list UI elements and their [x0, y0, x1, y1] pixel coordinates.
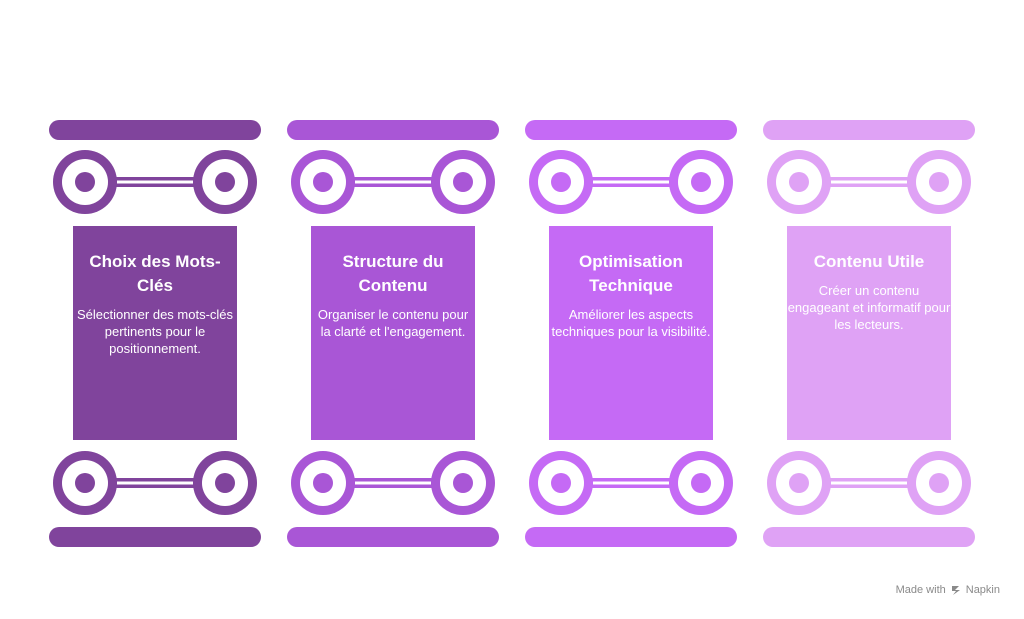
pillar-bottom-base-left-volute-core — [789, 473, 809, 493]
pillar-shaft — [787, 226, 951, 440]
pillar-title: Structure du Contenu — [342, 252, 444, 295]
pillar-description: Sélectionner des mots-clés pertinents po… — [76, 307, 234, 356]
pillar-bottom-base-right-volute-core — [215, 473, 235, 493]
pillar-bottom-base-left-volute-core — [313, 473, 333, 493]
made-with-label: Made with — [895, 584, 946, 596]
pillar-decoration — [763, 120, 975, 547]
pillar-top-capital-left-volute-core — [789, 172, 809, 192]
pillar-content-structure: Structure du Contenu Organiser le conten… — [287, 0, 499, 619]
pillar-shaft — [311, 226, 475, 440]
pillar-top-capital-connector-gap — [831, 180, 907, 184]
pillar-bottom-slab — [287, 527, 499, 547]
pillar-top-slab — [525, 120, 737, 140]
pillar-bottom-base-connector-gap — [831, 481, 907, 485]
pillar-decoration — [49, 120, 261, 547]
pillar-top-capital-connector-gap — [355, 180, 431, 184]
pillar-description: Créer un contenu engageant et informatif… — [787, 283, 951, 332]
pillar-top-capital-left-volute-core — [75, 172, 95, 192]
pillar-title: Choix des Mots-Clés — [89, 252, 221, 295]
pillar-bottom-base-left-volute-core — [551, 473, 571, 493]
pillar-decoration — [525, 120, 737, 547]
brand-label: Napkin — [965, 584, 1000, 596]
pillar-top-slab — [763, 120, 975, 140]
footer-credit: Made with Napkin — [896, 584, 1000, 596]
pillar-top-capital-right-volute-core — [215, 172, 235, 192]
pillar-bottom-slab — [763, 527, 975, 547]
pillar-top-capital-connector-gap — [117, 180, 193, 184]
pillar-bottom-base-right-volute-core — [453, 473, 473, 493]
pillar-text: Optimisation Technique Améliorer les asp… — [549, 250, 713, 340]
pillar-bottom-base-right-volute-core — [929, 473, 949, 493]
pillar-bottom-base-connector-gap — [117, 481, 193, 485]
pillar-top-capital-right-volute-core — [453, 172, 473, 192]
pillar-top-capital-right-volute-core — [691, 172, 711, 192]
pillar-decoration — [287, 120, 499, 547]
pillar-description: Organiser le contenu pour la clarté et l… — [317, 307, 469, 339]
pillar-title: Optimisation Technique — [579, 252, 683, 295]
pillar-shaft — [73, 226, 237, 440]
pillar-text: Contenu Utile Créer un contenu engageant… — [787, 250, 951, 333]
pillar-bottom-slab — [525, 527, 737, 547]
pillar-text: Structure du Contenu Organiser le conten… — [311, 250, 475, 340]
pillar-bottom-slab — [49, 527, 261, 547]
pillar-bottom-base-connector-gap — [593, 481, 669, 485]
pillar-top-capital-left-volute-core — [551, 172, 571, 192]
pillar-shaft — [549, 226, 713, 440]
pillar-technical-optimization: Optimisation Technique Améliorer les asp… — [525, 0, 737, 619]
pillar-top-slab — [287, 120, 499, 140]
pillar-top-slab — [49, 120, 261, 140]
pillar-title: Contenu Utile — [813, 252, 925, 271]
pillar-top-capital-left-volute-core — [313, 172, 333, 192]
napkin-logo-icon — [951, 586, 960, 595]
pillar-text: Choix des Mots-Clés Sélectionner des mot… — [73, 250, 237, 357]
pillar-bottom-base-left-volute-core — [75, 473, 95, 493]
pillar-top-capital-connector-gap — [593, 180, 669, 184]
pillar-bottom-base-connector-gap — [355, 481, 431, 485]
pillar-bottom-base-right-volute-core — [691, 473, 711, 493]
pillar-top-capital-right-volute-core — [929, 172, 949, 192]
pillar-keyword-choice: Choix des Mots-Clés Sélectionner des mot… — [49, 0, 261, 619]
pillar-useful-content: Contenu Utile Créer un contenu engageant… — [763, 0, 975, 619]
pillar-description: Améliorer les aspects techniques pour la… — [551, 307, 711, 339]
